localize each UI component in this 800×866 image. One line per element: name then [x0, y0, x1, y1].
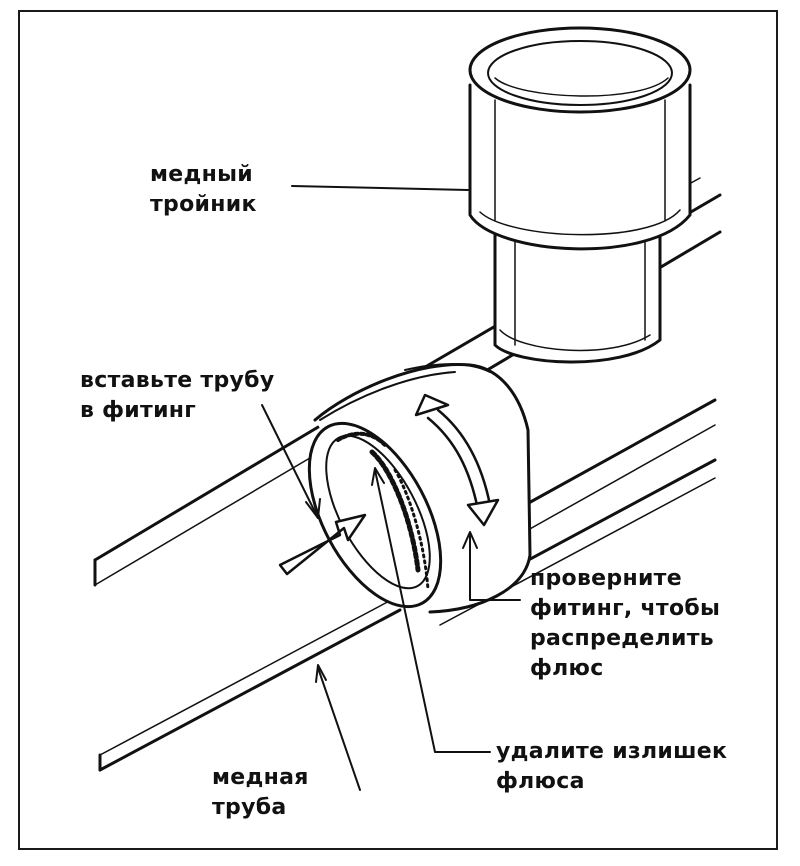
leader-rotate: [469, 534, 521, 601]
copper-tee: [468, 26, 692, 364]
diagram-frame: [18, 10, 778, 850]
label-insert-pipe: вставьте трубу в фитинг: [80, 368, 275, 423]
leader-insert: [261, 404, 319, 519]
fitting-sleeve: [307, 362, 532, 614]
leader-remove: [374, 469, 491, 753]
label-copper-pipe: медная труба: [212, 765, 309, 820]
leader-lines: [261, 185, 521, 791]
label-remove-flux: удалите излишек флюса: [496, 739, 728, 794]
label-copper-tee: медный тройник: [150, 162, 257, 217]
label-rotate-fitting: проверните фитинг, чтобы распределить фл…: [530, 566, 721, 681]
rotate-double-arrow: [414, 393, 500, 527]
leader-tee: [291, 185, 469, 191]
leader-pipe: [317, 667, 361, 791]
insert-arrow: [278, 513, 367, 576]
